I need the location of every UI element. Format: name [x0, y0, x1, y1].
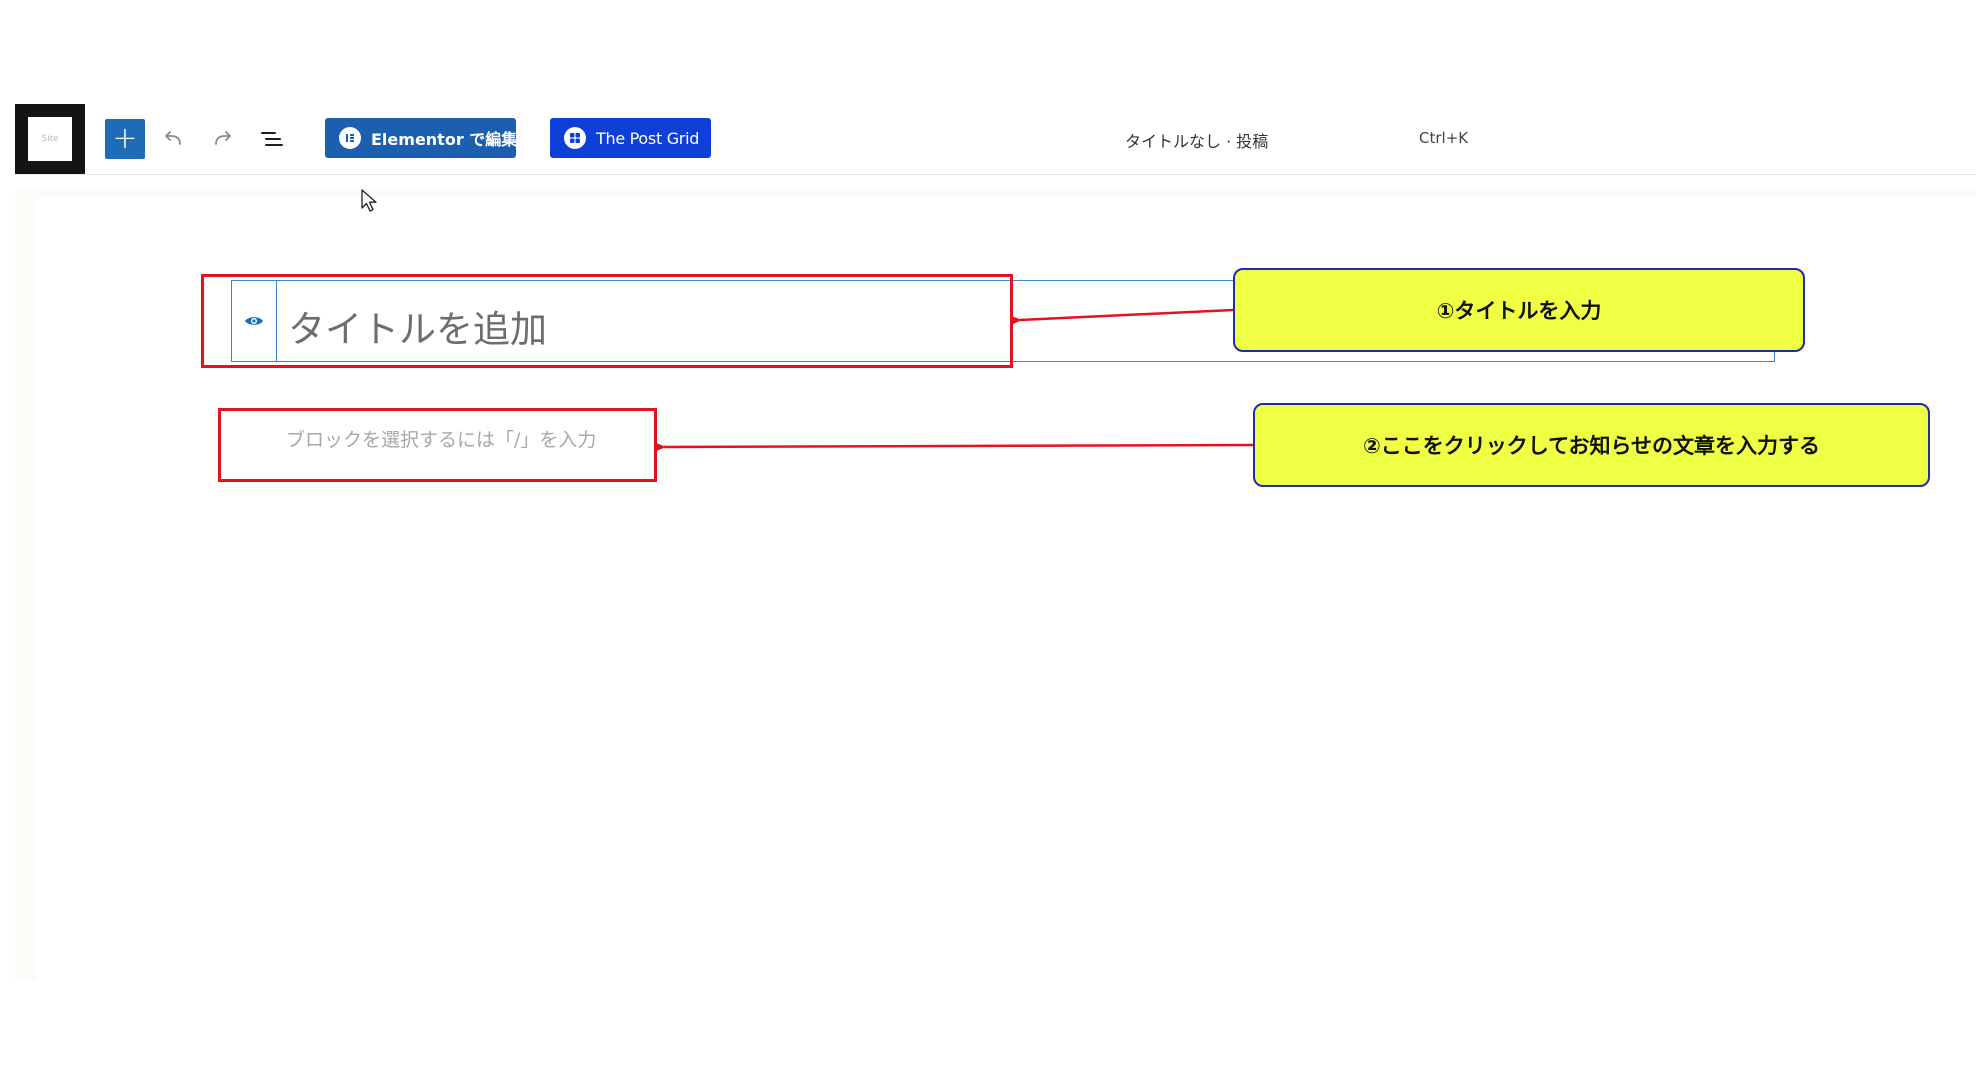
mouse-cursor-icon [361, 189, 377, 212]
command-shortcut-hint: Ctrl+K [1419, 129, 1469, 147]
site-logo-text: Site [41, 134, 59, 144]
visibility-icon [245, 317, 263, 325]
title-highlight-box [201, 274, 1013, 368]
callout-2-text: ②ここをクリックしてお知らせの文章を入力する [1362, 434, 1821, 458]
title-instruction-callout: ①タイトルを入力 [1233, 268, 1805, 352]
paragraph-instruction-callout: ②ここをクリックしてお知らせの文章を入力する [1253, 403, 1930, 487]
paragraph-highlight-box [218, 408, 657, 482]
elementor-icon [339, 127, 361, 149]
post-title-input[interactable]: タイトルを追加 [288, 308, 547, 351]
undo-button[interactable] [157, 122, 191, 156]
site-logo-icon: Site [28, 117, 72, 161]
elementor-button-label: Elementor で編集 [371, 130, 518, 149]
plus-icon: + [112, 121, 138, 156]
post-grid-icon [564, 127, 586, 149]
document-title-bar[interactable]: タイトルなし · 投稿 [1125, 132, 1269, 151]
undo-icon [165, 131, 181, 145]
callout-1-text: ①タイトルを入力 [1436, 299, 1602, 323]
block-inserter-button[interactable]: + [105, 119, 145, 159]
post-grid-button-label: The Post Grid [596, 128, 700, 148]
paragraph-block-placeholder[interactable]: ブロックを選択するには「/」を入力 [286, 429, 597, 451]
title-block-toolbar[interactable] [232, 281, 277, 361]
site-logo-button[interactable]: Site [15, 104, 85, 174]
edit-with-elementor-button[interactable]: Elementor で編集 [325, 118, 518, 158]
document-overview-button[interactable] [255, 122, 289, 156]
editor-toolbar: Site + Elementor で編集 [15, 104, 1975, 175]
the-post-grid-button[interactable]: The Post Grid [550, 118, 711, 158]
document-overview-icon [261, 132, 283, 146]
redo-button[interactable] [205, 122, 239, 156]
redo-icon [215, 131, 231, 145]
